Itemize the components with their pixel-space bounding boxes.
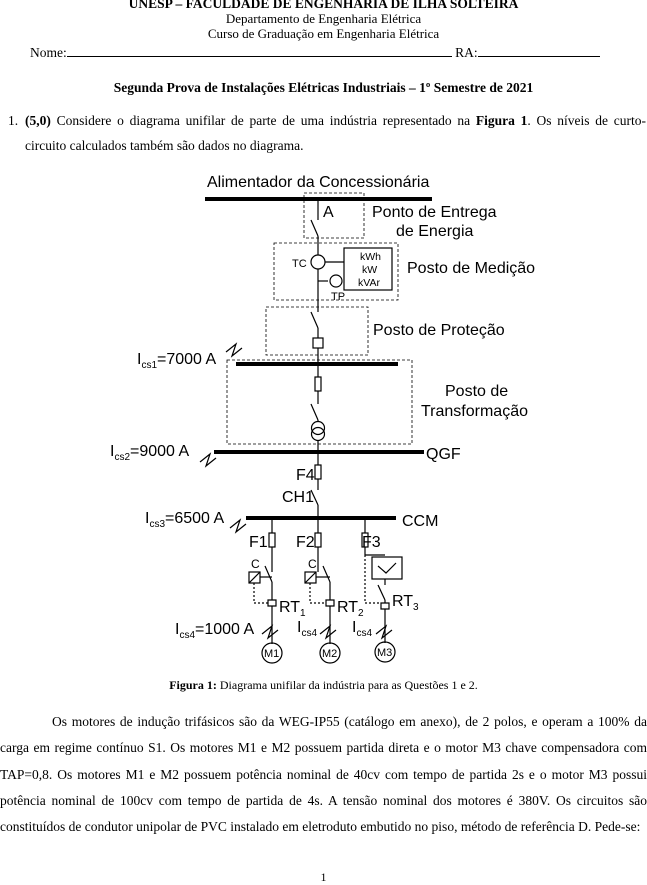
ra-label: RA: (455, 45, 478, 60)
department-name: Departamento de Engenharia Elétrica (225, 11, 422, 26)
metering-label: Posto de Medição (407, 260, 535, 277)
meter-kw-label: kW (362, 264, 377, 276)
switch-a (310, 219, 319, 237)
protection-box (265, 306, 369, 356)
protection-label: Posto de Proteção (373, 322, 505, 339)
thermal-relay-rt3 (380, 602, 390, 610)
figure-caption: Figura 1: Diagrama unifilar da indústria… (0, 678, 647, 693)
current-transformer (310, 254, 326, 270)
motor-m3-circle (374, 641, 396, 663)
question-1: 1. (5,0) Considere o diagrama unifilar d… (8, 108, 646, 158)
caption-label: Figura 1: (169, 678, 217, 692)
ics3-label: Ics3=6500 A (145, 510, 225, 530)
fault-icon-ics2 (199, 452, 217, 468)
thermal-relay-rt1 (267, 599, 277, 607)
ccm-label: CCM (402, 513, 438, 530)
ics4-m1-label: Ics4=1000 A (175, 621, 255, 641)
tc-label: TC (292, 258, 307, 270)
fault-icon-ics4-m1 (261, 624, 279, 640)
university-name: UNESP – FACULDADE DE ENGENHARIA DE ILHA … (128, 0, 519, 11)
page-number: 1 (320, 870, 327, 884)
motor-m2-circle (319, 642, 341, 664)
f1-label: F1 (249, 534, 268, 551)
question-number: 1. (8, 113, 19, 128)
ics2-label: Ics2=9000 A (110, 443, 190, 463)
ra-field[interactable] (477, 44, 600, 57)
protection-switch (310, 311, 319, 329)
thermal-relay-rt2 (325, 599, 335, 607)
ics4-m2-label: Ics4 (297, 619, 317, 639)
fuse-f2 (314, 532, 322, 548)
delivery-label-1: Ponto de Entrega (372, 204, 497, 221)
protection-breaker (312, 337, 324, 349)
contactor-c1-label: C (251, 557, 260, 571)
question-text-b: . Os níveis de curto-circuito calculados… (25, 113, 647, 153)
motor-m1-circle (261, 642, 283, 664)
student-info-line: Nome: RA: (30, 44, 600, 61)
transformer-symbol (310, 420, 326, 436)
switch-ch1 (310, 489, 319, 506)
f3-label: F3 (362, 534, 381, 551)
ics4-m3-label: Ics4 (352, 619, 372, 639)
ics1-label: Ics1=7000 A (137, 351, 217, 371)
fuse-f1 (268, 532, 276, 548)
delivery-point-box (303, 192, 365, 239)
meter-kwh-label: kWh (360, 251, 381, 263)
potential-transformer (329, 274, 343, 288)
feeder-label: Alimentador da Concessionária (207, 174, 429, 191)
contactor-c2-label: C (308, 557, 317, 571)
transformation-label-2: Transformação (421, 403, 528, 420)
transformation-label-1: Posto de (445, 383, 508, 400)
fault-icon-ics3 (229, 518, 247, 534)
tp-label: TP (331, 291, 345, 303)
name-label: Nome: (30, 45, 67, 60)
compensator-starter (371, 556, 403, 580)
transformation-box (226, 359, 413, 445)
qgf-label: QGF (426, 446, 461, 463)
rt2-label: RT2 (337, 599, 364, 619)
name-field[interactable] (66, 44, 452, 57)
f4-label: F4 (296, 467, 315, 484)
question-text-a: Considere o diagrama unifilar de parte d… (56, 113, 471, 128)
motor-m3-label: M3 (377, 647, 392, 659)
motor-m1-label: M1 (264, 648, 279, 660)
fuse-f4 (314, 464, 322, 480)
f2-label: F2 (296, 534, 315, 551)
rt3-label: RT3 (392, 593, 419, 613)
delivery-label-2: de Energia (396, 223, 473, 240)
motor-m2-label: M2 (322, 648, 337, 660)
figure-reference: Figura 1 (475, 113, 528, 128)
exam-title: Segunda Prova de Instalações Elétricas I… (113, 80, 534, 95)
meter-kvar-label: kVAr (358, 277, 380, 289)
caption-text: Diagrama unifilar da indústria para as Q… (219, 678, 478, 692)
fault-icon-ics1 (225, 342, 243, 358)
question-points: (5,0) (25, 113, 51, 128)
transformer-fuse (314, 376, 322, 392)
fault-icon-ics4-m2 (319, 624, 337, 640)
motor-description-paragraph: Os motores de indução trifásicos são da … (0, 714, 647, 835)
fault-icon-ics4-m3 (375, 624, 393, 640)
meter-box (343, 247, 393, 291)
ch1-label: CH1 (282, 489, 314, 506)
rt1-label: RT1 (279, 599, 306, 619)
course-name: Curso de Graduação em Engenharia Elétric… (207, 26, 440, 41)
metering-box (273, 242, 399, 301)
switch-a-label: A (323, 204, 334, 221)
transformer-switch (310, 403, 319, 421)
